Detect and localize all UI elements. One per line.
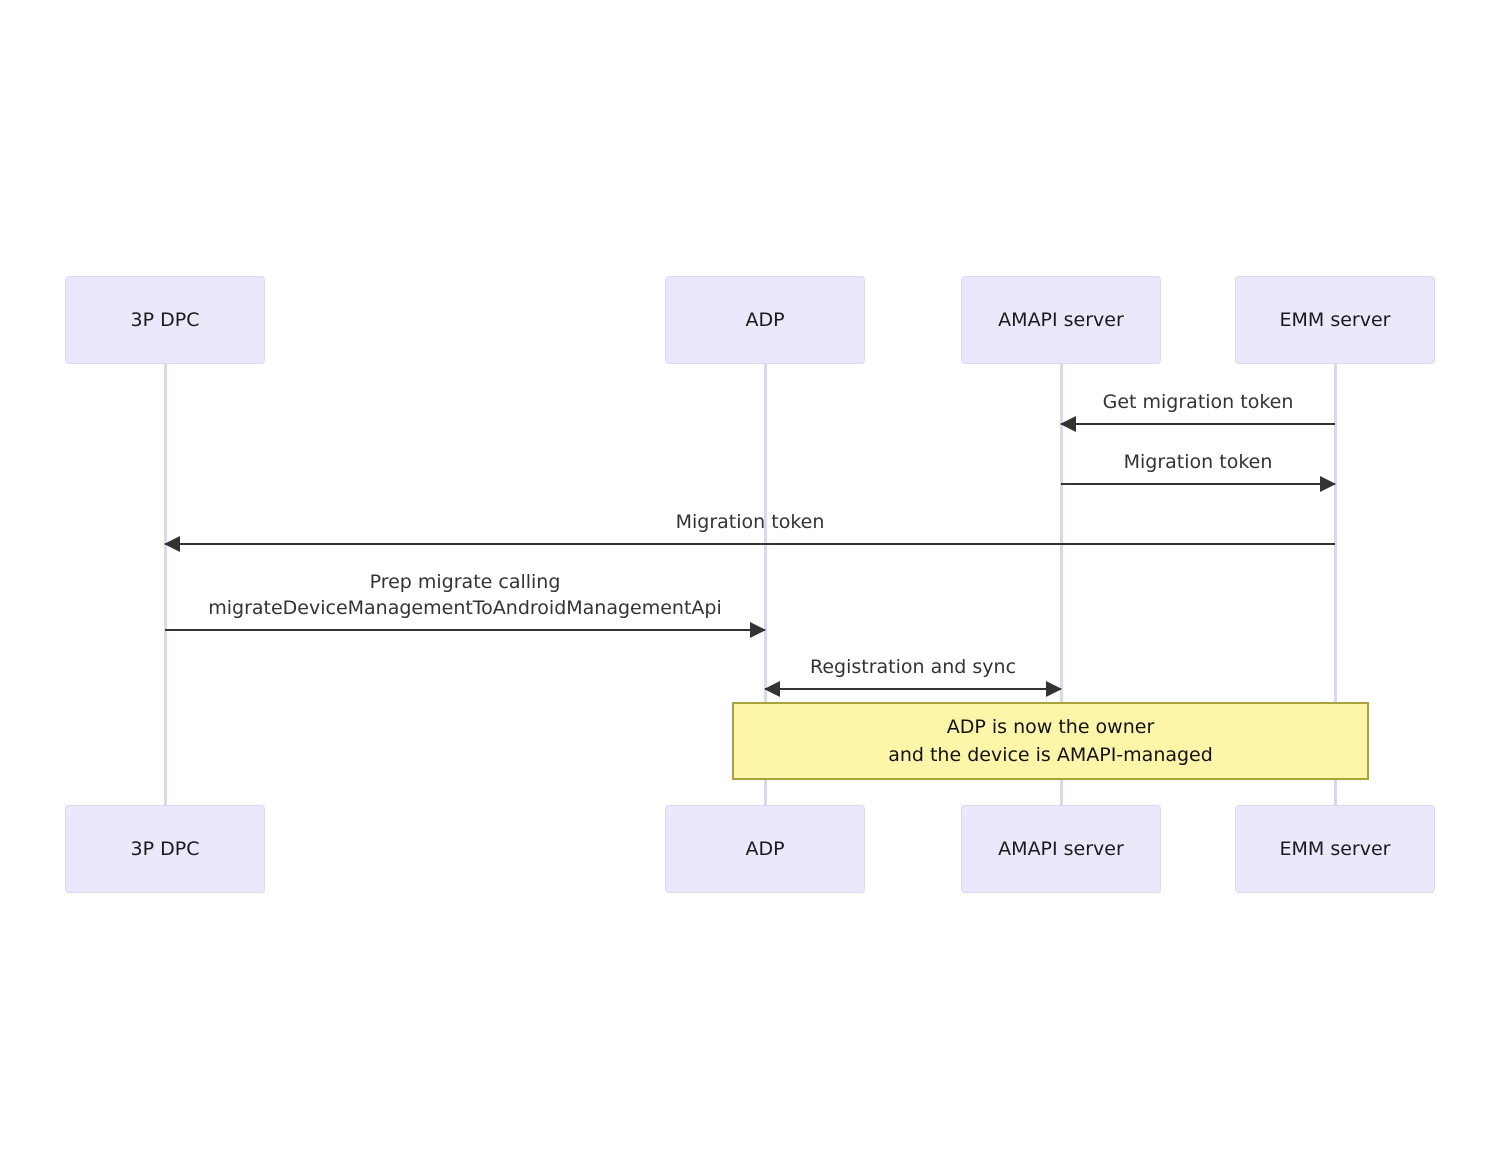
participant-label: AMAPI server [998,308,1124,331]
arrowhead-left-icon [764,681,780,697]
participant-label: EMM server [1279,308,1391,331]
arrowhead-right-icon [1320,476,1336,492]
message-line [1061,483,1335,485]
message-label: Migration token [1123,451,1273,473]
note-line2: and the device is AMAPI-managed [888,744,1213,766]
message-line [165,629,765,631]
participant-label: 3P DPC [130,308,200,331]
arrowhead-right-icon [750,622,766,638]
message-line [765,688,1061,690]
lifeline-amapi-server [1059,363,1063,807]
participant-label: ADP [745,837,785,860]
message-label: Registration and sync [809,656,1017,678]
participant-box-bottom-emm-server[interactable]: EMM server [1235,805,1435,893]
participant-label: 3P DPC [130,837,200,860]
participant-box-bottom-amapi-server[interactable]: AMAPI server [961,805,1161,893]
message-line [165,543,1335,545]
lifeline-adp [763,363,767,807]
participant-label: AMAPI server [998,837,1124,860]
participant-box-top-adp[interactable]: ADP [665,276,865,364]
message-label-line2: migrateDeviceManagementToAndroidManageme… [208,597,722,619]
participant-label: ADP [745,308,785,331]
message-label-line1: Prep migrate calling [369,571,561,593]
lifeline-emm-server [1333,363,1337,807]
arrowhead-left-icon [1060,416,1076,432]
participant-box-top-3p-dpc[interactable]: 3P DPC [65,276,265,364]
participant-box-bottom-3p-dpc[interactable]: 3P DPC [65,805,265,893]
note-adp-owner: ADP is now the owner and the device is A… [732,702,1369,780]
participant-label: EMM server [1279,837,1391,860]
note-line1: ADP is now the owner [946,716,1155,738]
arrowhead-right-icon [1046,681,1062,697]
participant-box-top-amapi-server[interactable]: AMAPI server [961,276,1161,364]
participant-box-top-emm-server[interactable]: EMM server [1235,276,1435,364]
message-label: Prep migrate calling migrateDeviceManage… [208,569,722,621]
message-line [1061,423,1335,425]
message-label: Get migration token [1102,391,1294,413]
lifeline-3p-dpc [163,363,167,807]
message-label: Migration token [675,511,825,533]
arrowhead-left-icon [164,536,180,552]
participant-box-bottom-adp[interactable]: ADP [665,805,865,893]
